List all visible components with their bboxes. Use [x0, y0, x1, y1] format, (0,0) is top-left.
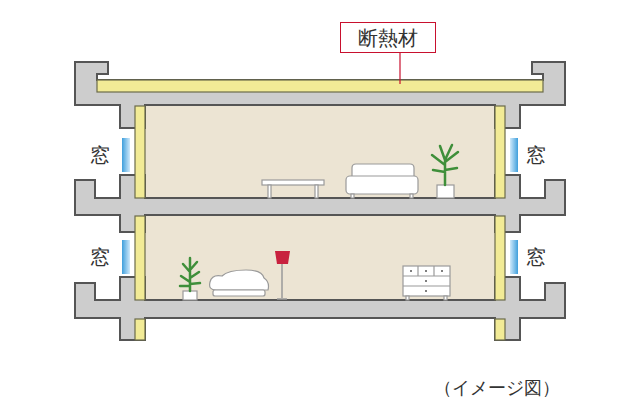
floor-slab: [75, 175, 565, 232]
table-top: [262, 180, 324, 185]
dresser-line: [433, 266, 434, 276]
armchair-base: [213, 290, 265, 296]
dresser-leg: [406, 296, 409, 300]
table-leg: [315, 185, 318, 198]
knob: [425, 290, 427, 292]
caption: （イメージ図）: [434, 378, 560, 398]
dresser-line: [403, 275, 450, 276]
floor-slab: [75, 277, 565, 340]
lamp-base: [277, 298, 287, 300]
sofa-leg: [410, 194, 413, 198]
roof-slab: [75, 62, 565, 128]
plant-leaves: [432, 145, 458, 185]
room-lower: [145, 215, 495, 300]
knob: [425, 280, 427, 282]
sofa-leg: [351, 194, 354, 198]
window-glass: [122, 138, 130, 172]
wall-insulation: [135, 319, 145, 340]
window-glass: [122, 240, 130, 274]
window-label: 窓: [526, 144, 546, 166]
wall-insulation: [495, 216, 505, 300]
knob: [410, 270, 412, 272]
window-label: 窓: [90, 144, 110, 166]
sofa-seat: [346, 176, 418, 194]
window-label: 窓: [90, 246, 110, 268]
window-glass: [510, 138, 518, 172]
lamp-pole: [281, 264, 283, 298]
window-glass: [510, 240, 518, 274]
window-label: 窓: [526, 246, 546, 268]
lamp-shade: [275, 251, 290, 264]
plant-pot: [437, 185, 454, 198]
plant-leaves: [180, 258, 200, 291]
leader-line: [399, 52, 400, 84]
wall-insulation: [495, 106, 505, 198]
knob: [441, 270, 443, 272]
wall-insulation: [135, 216, 145, 300]
wall-insulation: [495, 319, 505, 340]
dresser: [403, 266, 450, 296]
label-box: 断熱材: [340, 22, 436, 53]
dresser-line: [403, 285, 450, 286]
dresser-line: [417, 266, 418, 276]
table-leg: [268, 185, 271, 198]
wall-insulation: [135, 106, 145, 198]
knob: [425, 270, 427, 272]
dresser-leg: [444, 296, 447, 300]
armchair: [210, 270, 269, 290]
room-upper: [145, 105, 495, 198]
roof-insulation: [97, 80, 543, 92]
plant-pot: [183, 291, 197, 300]
label-text: 断熱材: [358, 27, 418, 49]
